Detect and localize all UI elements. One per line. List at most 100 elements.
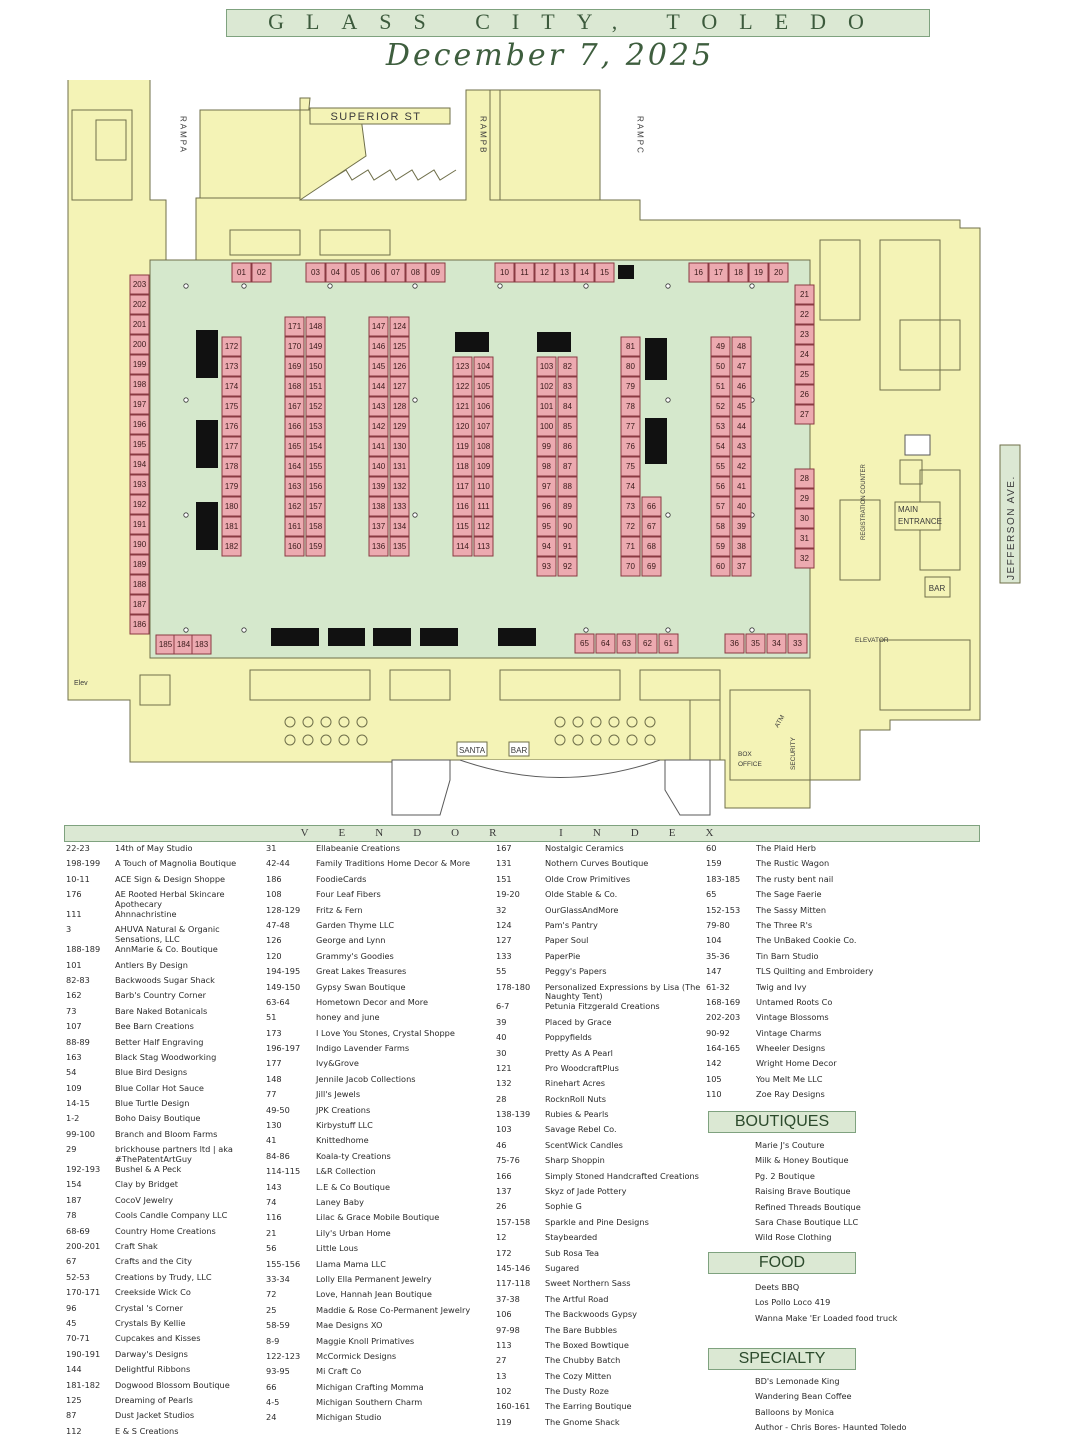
booth-number: 164 (288, 462, 302, 471)
vendor-name: PaperPie (545, 950, 581, 961)
vendor-name: Peggy's Papers (545, 966, 607, 977)
booth-number: 77 (626, 422, 635, 431)
booth-number: 119 (496, 1416, 512, 1427)
booth-number: 56 (266, 1243, 277, 1254)
booth: 106 (473, 396, 494, 417)
booth: 113 (473, 536, 494, 557)
booth-number: 139 (372, 482, 386, 491)
booth: 143 (368, 396, 389, 417)
booth-number: 107 (477, 422, 491, 431)
booth: 77 (620, 416, 641, 437)
booth: 203 (129, 274, 150, 295)
booth-number: 91 (563, 542, 572, 551)
booth-number: 26 (800, 390, 809, 399)
booth-number: 177 (225, 442, 239, 451)
booth: 158 (305, 516, 326, 537)
booth: 67 (641, 516, 662, 537)
vendor-name: Petunia Fitzgerald Creations (545, 1001, 660, 1012)
vendor-name: Kirbystuff LLC (316, 1120, 373, 1131)
booth: 121 (452, 396, 473, 417)
booth: 27 (794, 404, 815, 425)
booth: 01 (231, 262, 252, 283)
round-table (338, 734, 350, 746)
specialty-item: Wandering Bean Coffee (755, 1391, 852, 1402)
booth: 14 (574, 262, 595, 283)
booth-number: 119 (456, 442, 469, 451)
booth-number: 67 (66, 1256, 77, 1267)
specialty-heading: SPECIALTY (708, 1348, 856, 1370)
booth: 159 (305, 536, 326, 557)
booth-number: 126 (266, 935, 282, 946)
booth: 98 (536, 456, 557, 477)
round-table (572, 734, 584, 746)
round-table (284, 716, 296, 728)
security-label: SECURITY (790, 736, 797, 770)
vendor-name: Four Leaf Fibers (316, 889, 381, 900)
booth-number: 188 (133, 580, 147, 589)
booth-number: 79 (626, 382, 635, 391)
booth-number: 33-34 (266, 1273, 290, 1284)
booth: 136 (368, 536, 389, 557)
round-table (608, 716, 620, 728)
main-entrance-label-1: MAIN (898, 505, 918, 514)
vendor-name: The Sassy Mitten (756, 904, 827, 915)
vendor-name: Personalized Expressions by Lisa (The Na… (545, 981, 701, 1001)
booth: 166 (284, 416, 305, 437)
booth-number: 178-180 (496, 981, 531, 992)
booth-number: 154 (66, 1179, 82, 1190)
vendor-name: brickhouse partners ltd | aka #ThePatent… (115, 1144, 233, 1164)
booth-number: 121 (456, 402, 470, 411)
booth: 28 (794, 468, 815, 489)
booth-number: 31 (800, 534, 809, 543)
jefferson-ave-label: JEFFERSON AVE. (1006, 475, 1017, 580)
booth: 187 (129, 594, 150, 615)
booth: 117 (452, 476, 473, 497)
vendor-name: Dust Jacket Studios (115, 1410, 195, 1421)
vendor-name: Mae Designs XO (316, 1320, 383, 1331)
booth: 110 (473, 476, 494, 497)
booth-number: 64 (601, 639, 610, 648)
booth: 86 (557, 436, 578, 457)
booth-number: 65 (706, 889, 717, 900)
booth: 03 (305, 262, 326, 283)
booth-number: 65 (580, 639, 589, 648)
vendor-name: The Gnome Shack (545, 1416, 620, 1427)
vendor-name: Barb's Country Corner (115, 990, 206, 1001)
booth: 182 (221, 536, 242, 557)
booth-number: 142 (372, 422, 386, 431)
vendor-name: The Sage Faerie (756, 889, 822, 900)
booth-number: 6-7 (496, 1001, 510, 1012)
bar-2-label: BAR (511, 746, 528, 755)
booth-number: 10 (500, 268, 509, 277)
booth-number: 42-44 (266, 858, 290, 869)
vendor-name: The Plaid Herb (756, 843, 816, 853)
booth: 144 (368, 376, 389, 397)
booth-number: 185 (159, 640, 173, 649)
booth: 119 (452, 436, 473, 457)
booth: 114 (452, 536, 473, 557)
booth-number: 72 (266, 1289, 277, 1300)
food-item: Los Pollo Loco 419 (755, 1297, 831, 1308)
booth: 188 (129, 574, 150, 595)
booth-number: 166 (288, 422, 302, 431)
